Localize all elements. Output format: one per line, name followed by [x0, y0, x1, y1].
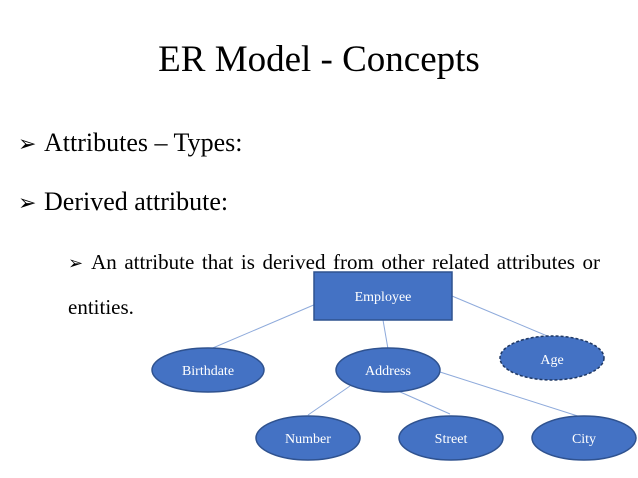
- bullet-text: Attributes – Types:: [44, 128, 243, 157]
- age-derived-attribute: [499, 335, 605, 381]
- sub-bullet-text: An attribute that is derived from other …: [68, 250, 600, 319]
- edge-address-city: [439, 371, 585, 419]
- edge-employee-age: [451, 295, 553, 339]
- age-label: Age: [540, 353, 563, 368]
- edge-address-street: [397, 390, 451, 415]
- edge-employee-birthdate: [207, 303, 317, 351]
- slide-title: ER Model - Concepts: [158, 39, 480, 80]
- bullet-attributes-types: ➢ Attributes – Types:: [18, 128, 242, 158]
- employee-label: Employee: [355, 290, 412, 305]
- street-attribute: [398, 415, 504, 461]
- arrow-bullet-icon: ➢: [18, 190, 37, 215]
- street-label: Street: [435, 432, 468, 447]
- birthdate-attribute: [151, 347, 265, 393]
- employee-entity: [313, 271, 453, 321]
- bullet-derived-attribute: ➢ Derived attribute:: [18, 187, 228, 217]
- city-attribute: [531, 415, 637, 461]
- address-attribute: [335, 347, 441, 393]
- city-label: City: [572, 432, 596, 447]
- birthdate-label: Birthdate: [182, 364, 234, 379]
- sub-bullet-definition: ➢An attribute that is derived from other…: [68, 240, 600, 329]
- address-label: Address: [365, 364, 411, 379]
- arrow-bullet-icon: ➢: [18, 131, 37, 156]
- bullet-text: Derived attribute:: [44, 187, 229, 216]
- number-attribute: [255, 415, 361, 461]
- number-label: Number: [285, 432, 331, 447]
- arrow-bullet-icon: ➢: [68, 253, 84, 273]
- edge-address-number: [307, 385, 351, 416]
- edge-employee-address: [382, 319, 389, 350]
